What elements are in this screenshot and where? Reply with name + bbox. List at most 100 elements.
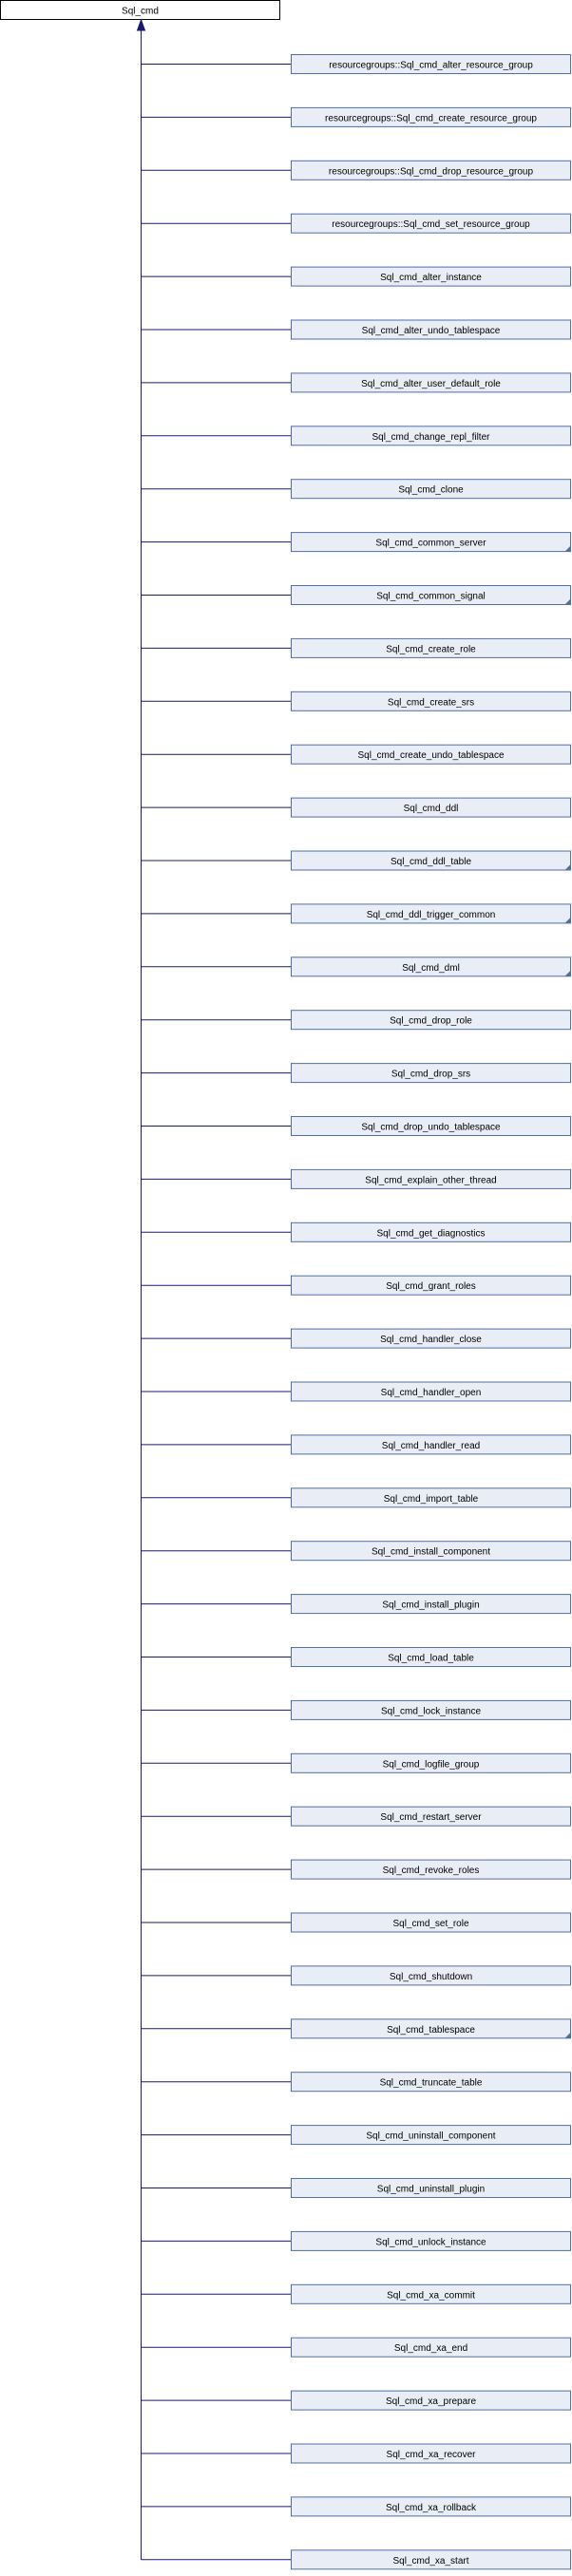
derived-class-box [291,1010,571,1031]
derived-class-box [291,1806,571,1827]
derived-class-box [291,1965,571,1986]
derived-class-box [291,850,571,871]
derived-class-node[interactable]: Sql_cmd_uninstall_component [291,2125,571,2146]
derived-class-node[interactable]: Sql_cmd_ddl_trigger_common [291,903,571,924]
derived-class-label: Sql_cmd_xa_end [394,2343,467,2354]
derived-class-label: Sql_cmd_xa_recover [387,2450,477,2460]
root-node-box [0,0,280,20]
derived-class-node[interactable]: Sql_cmd_unlock_instance [291,2230,571,2251]
derived-class-label: Sql_cmd_xa_prepare [386,2396,476,2407]
inheritance-arrowhead [136,18,146,31]
derived-class-node[interactable]: Sql_cmd_import_table [291,1487,571,1508]
derived-class-node[interactable]: resourcegroups::Sql_cmd_create_resource_… [291,106,571,127]
derived-class-node[interactable]: Sql_cmd_drop_role [291,1010,571,1031]
derived-class-label: Sql_cmd_xa_start [392,2556,468,2567]
derived-class-node[interactable]: Sql_cmd_handler_read [291,1434,571,1455]
derived-class-label: Sql_cmd_unlock_instance [375,2237,486,2247]
derived-class-box [291,1434,571,1455]
derived-class-label: Sql_cmd_grant_roles [386,1281,476,1292]
derived-class-node[interactable]: Sql_cmd_revoke_roles [291,1859,571,1880]
derived-class-label: Sql_cmd_truncate_table [380,2078,483,2089]
derived-class-label: Sql_cmd_create_role [386,644,476,654]
derived-class-node[interactable]: Sql_cmd_dml [291,957,571,977]
derived-class-label: Sql_cmd_install_plugin [382,1601,479,1611]
derived-class-node[interactable]: Sql_cmd_create_srs [291,691,571,711]
derived-class-box [291,2496,571,2517]
derived-class-box [291,2337,571,2358]
derived-class-label: Sql_cmd_install_component [372,1547,490,1558]
derived-class-box [291,691,571,711]
derived-class-node[interactable]: Sql_cmd_install_plugin [291,1594,571,1615]
derived-class-node[interactable]: Sql_cmd_xa_recover [291,2443,571,2464]
derived-class-box [291,106,571,127]
derived-class-box [291,1647,571,1667]
derived-class-node[interactable]: Sql_cmd_ddl [291,797,571,818]
derived-class-label: Sql_cmd_clone [398,485,464,496]
derived-class-node[interactable]: Sql_cmd_xa_end [291,2337,571,2358]
more-subclasses-marker [564,864,571,870]
derived-class-node[interactable]: Sql_cmd_logfile_group [291,1752,571,1773]
derived-class-label: Sql_cmd_ddl [404,804,459,814]
derived-class-box [291,160,571,180]
derived-class-label: Sql_cmd_create_srs [388,697,474,708]
derived-class-node[interactable]: Sql_cmd_create_role [291,637,571,658]
derived-class-node[interactable]: Sql_cmd_handler_open [291,1381,571,1402]
derived-class-label: Sql_cmd_xa_commit [387,2290,475,2301]
derived-class-label: Sql_cmd_drop_undo_tablespace [361,1123,501,1133]
derived-class-node[interactable]: resourcegroups::Sql_cmd_set_resource_gro… [291,213,571,234]
derived-class-box [291,2549,571,2570]
derived-class-label: Sql_cmd_handler_read [382,1441,480,1451]
derived-class-label: Sql_cmd_uninstall_component [366,2131,495,2142]
derived-class-label: Sql_cmd_restart_server [380,1812,482,1823]
derived-class-label: Sql_cmd_dml [402,963,460,974]
derived-class-node[interactable]: Sql_cmd_xa_prepare [291,2390,571,2411]
derived-class-node[interactable]: Sql_cmd_lock_instance [291,1699,571,1720]
derived-class-node[interactable]: Sql_cmd_xa_commit [291,2283,571,2304]
derived-class-label: Sql_cmd_uninstall_plugin [377,2185,485,2195]
derived-class-node[interactable]: Sql_cmd_drop_undo_tablespace [291,1116,571,1136]
derived-class-node[interactable]: resourcegroups::Sql_cmd_drop_resource_gr… [291,160,571,180]
derived-class-box [291,1859,571,1880]
derived-class-node[interactable]: Sql_cmd_load_table [291,1647,571,1667]
derived-class-node[interactable]: Sql_cmd_clone [291,479,571,500]
derived-class-node[interactable]: Sql_cmd_install_component [291,1541,571,1562]
derived-class-node[interactable]: Sql_cmd_drop_srs [291,1063,571,1084]
derived-class-node[interactable]: Sql_cmd_xa_rollback [291,2496,571,2517]
derived-class-node[interactable]: Sql_cmd_common_server [291,532,571,553]
more-subclasses-marker [564,2032,571,2038]
derived-class-node[interactable]: Sql_cmd_grant_roles [291,1275,571,1296]
derived-class-label: Sql_cmd_ddl_table [391,857,471,867]
derived-class-node[interactable]: Sql_cmd_common_signal [291,585,571,605]
derived-class-node[interactable]: Sql_cmd_change_repl_filter [291,426,571,446]
derived-class-node[interactable]: Sql_cmd_tablespace [291,2018,571,2039]
derived-class-label: Sql_cmd_explain_other_thread [365,1175,496,1185]
derived-class-box [291,797,571,818]
derived-class-node[interactable]: Sql_cmd_uninstall_plugin [291,2178,571,2198]
derived-class-label: Sql_cmd_ddl_trigger_common [367,910,496,920]
derived-class-node[interactable]: resourcegroups::Sql_cmd_alter_resource_g… [291,54,571,74]
derived-class-label: resourcegroups::Sql_cmd_alter_resource_g… [329,61,533,71]
root-node-sql-cmd[interactable]: Sql_cmd [0,0,280,20]
derived-class-box [291,2018,571,2039]
derived-class-node[interactable]: Sql_cmd_alter_undo_tablespace [291,319,571,340]
derived-class-node[interactable]: Sql_cmd_get_diagnostics [291,1222,571,1242]
derived-class-label: Sql_cmd_alter_instance [380,273,482,283]
derived-class-box [291,1541,571,1562]
derived-class-node[interactable]: Sql_cmd_ddl_table [291,850,571,871]
derived-class-label: resourcegroups::Sql_cmd_drop_resource_gr… [329,166,534,177]
derived-class-node[interactable]: Sql_cmd_xa_start [291,2549,571,2570]
derived-class-box [291,2125,571,2146]
derived-class-node[interactable]: Sql_cmd_create_undo_tablespace [291,744,571,765]
derived-class-node[interactable]: Sql_cmd_shutdown [291,1965,571,1986]
derived-class-node[interactable]: Sql_cmd_explain_other_thread [291,1168,571,1189]
derived-class-box [291,2283,571,2304]
derived-class-node[interactable]: Sql_cmd_restart_server [291,1806,571,1827]
derived-class-box [291,1752,571,1773]
derived-class-node[interactable]: Sql_cmd_alter_user_default_role [291,372,571,393]
derived-class-box [291,1063,571,1084]
derived-class-node[interactable]: Sql_cmd_set_role [291,1912,571,1933]
derived-class-node[interactable]: Sql_cmd_alter_instance [291,266,571,287]
derived-class-node[interactable]: Sql_cmd_truncate_table [291,2072,571,2093]
derived-class-node[interactable]: Sql_cmd_handler_close [291,1328,571,1349]
